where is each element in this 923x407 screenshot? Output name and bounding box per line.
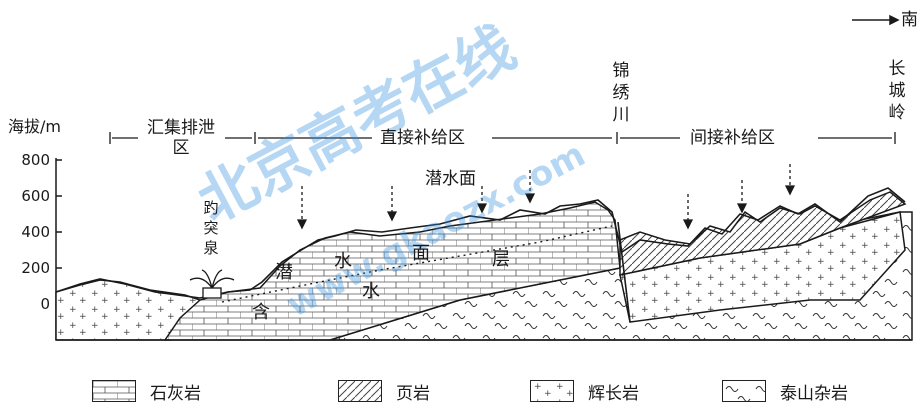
layer-char-4: 层 [492, 249, 510, 270]
direction-label: 南 [901, 10, 918, 30]
shale-swatch [338, 380, 382, 402]
zone-indirect: 间接补给区 [690, 128, 775, 148]
south-arrow [852, 14, 900, 26]
place-spring: 趵突泉 [203, 199, 219, 257]
axis-tick-800: 800 [21, 151, 50, 169]
axis-tick-200: 200 [21, 259, 50, 277]
layer-char-2: 水 [334, 251, 352, 272]
zone-discharge: 汇集排泄区 [147, 118, 215, 158]
zone-direct: 直接补给区 [380, 128, 465, 148]
zone-arrows [109, 132, 896, 144]
legend-limestone: 石灰岩 [92, 378, 201, 404]
spring-symbol [189, 269, 235, 299]
place-ridge: 长城岭 [888, 59, 906, 123]
recharge-arrows [296, 164, 796, 230]
axis-title: 海拔/m [8, 117, 61, 136]
layer-char-3: 面 [412, 243, 430, 264]
legend-label: 石灰岩 [150, 383, 201, 404]
legend-label: 页岩 [396, 383, 430, 404]
confined-char-1: 水 [362, 281, 380, 302]
taishan-swatch [722, 380, 766, 402]
gabbro-swatch [530, 380, 574, 402]
legend-taishan: 泰山杂岩 [722, 378, 848, 404]
legend-label: 辉长岩 [588, 383, 639, 404]
limestone-swatch [92, 380, 136, 402]
surface-profile [55, 187, 906, 299]
legend-label: 泰山杂岩 [780, 383, 848, 404]
axis-tick-0: 0 [40, 295, 50, 313]
layer-char-1: 潜 [275, 262, 293, 283]
legend-gabbro: 辉长岩 [530, 378, 639, 404]
water-table-label: 潜水面 [425, 169, 476, 189]
water-table-line [221, 225, 613, 303]
fault-line [617, 221, 631, 323]
axis-tick-600: 600 [21, 187, 50, 205]
place-river: 锦绣川 [612, 61, 630, 125]
legend-shale: 页岩 [338, 378, 430, 404]
confined-char-2: 含 [252, 302, 270, 323]
axis-tick-400: 400 [21, 223, 50, 241]
